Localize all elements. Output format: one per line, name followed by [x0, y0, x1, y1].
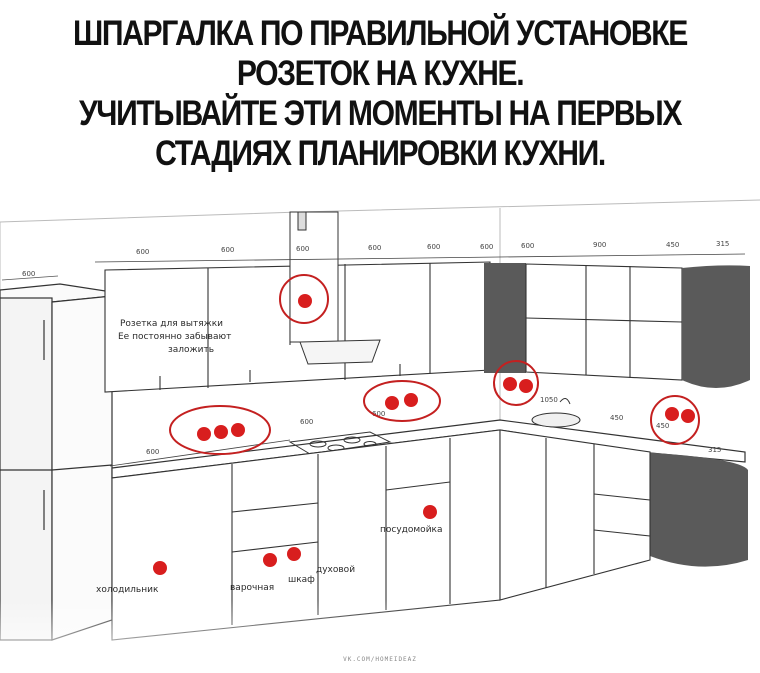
socket-dot — [681, 409, 695, 423]
ring-hood — [279, 274, 329, 324]
dim-top-1: 600 — [136, 248, 149, 256]
socket-dot-oven — [287, 547, 301, 561]
dim-top-8: 900 — [593, 241, 606, 249]
floor-fade — [0, 600, 760, 673]
headline-line-2: РОЗЕТОК НА КУХНЕ. — [236, 54, 525, 93]
fridge-dimension: 600 — [1, 270, 59, 281]
socket-dot-dishwasher — [423, 505, 437, 519]
cooktop — [288, 431, 392, 455]
dim-counter-left: 600 — [146, 448, 159, 456]
fridge-dimension-label: 600 — [22, 270, 35, 278]
upper-cabinets-right — [525, 263, 683, 381]
socket-group-hood — [279, 274, 329, 324]
socket-group-counter-mid — [363, 380, 441, 422]
socket-dot — [519, 379, 533, 393]
socket-dot — [503, 377, 517, 391]
socket-group-corner — [493, 360, 539, 406]
headline: ШПАРГАЛКА ПО ПРАВИЛЬНОЙ УСТАНОВКЕ РОЗЕТО… — [53, 14, 707, 174]
hood-note-line-2: Ее постоянно забывают — [118, 332, 231, 342]
dim-top-6: 600 — [480, 243, 493, 251]
annotations: Розетка для вытяжки Ее постоянно забываю… — [96, 319, 443, 595]
ring-corner — [493, 360, 539, 406]
socket-dot — [665, 407, 679, 421]
dim-top-3: 600 — [296, 245, 309, 253]
top-dimension-chain: 600 600 600 600 600 600 600 900 450 315 — [94, 240, 746, 263]
headline-line-3: УЧИТЫВАЙТЕ ЭТИ МОМЕНТЫ НА ПЕРВЫХ — [78, 94, 682, 133]
ring-counter-left — [169, 405, 271, 455]
label-fridge: холодильник — [96, 585, 159, 595]
dim-top-4: 600 — [368, 244, 381, 252]
headline-line-1: ШПАРГАЛКА ПО ПРАВИЛЬНОЙ УСТАНОВКЕ — [73, 14, 688, 53]
socket-dot — [404, 393, 418, 407]
socket-group-right — [650, 395, 700, 445]
label-hob: варочная — [230, 583, 274, 593]
hood-note-line-3: заложить — [168, 345, 214, 355]
headline-line-4: СТАДИЯХ ПЛАНИРОВКИ КУХНИ. — [155, 134, 606, 173]
label-oven-line-2: шкаф — [288, 575, 315, 585]
socket-dot — [385, 396, 399, 410]
ring-right — [650, 395, 700, 445]
socket-dot — [197, 427, 211, 441]
sink — [531, 398, 581, 428]
dim-top-5: 600 — [427, 243, 440, 251]
socket-dot — [298, 294, 312, 308]
dark-end-panel — [682, 265, 750, 388]
credit-text: VK.COM/HOMEIDEAZ — [343, 656, 417, 663]
ring-counter-mid — [363, 380, 441, 422]
dim-top-7: 600 — [521, 242, 534, 250]
dim-top-10: 315 — [716, 240, 729, 248]
dim-counter-end: 315 — [708, 446, 721, 454]
label-oven-line-1: духовой — [316, 565, 355, 575]
dark-side-panel — [484, 263, 526, 373]
lower-cabinets — [111, 429, 651, 641]
socket-group-lower — [153, 505, 437, 575]
hood-note-line-1: Розетка для вытяжки — [120, 319, 223, 329]
dim-counter-sink: 1050 — [540, 396, 558, 404]
dim-counter-right1: 450 — [610, 414, 623, 422]
socket-dot — [231, 423, 245, 437]
socket-dot-hob — [263, 553, 277, 567]
dim-counter-right2: 450 — [656, 422, 669, 430]
dim-counter-mid: 600 — [300, 418, 313, 426]
label-dishwasher: посудомойка — [380, 525, 443, 535]
dim-counter-mid2: 600 — [372, 410, 385, 418]
socket-dot — [214, 425, 228, 439]
socket-dot-fridge — [153, 561, 167, 575]
dim-top-9: 450 — [666, 241, 679, 249]
fridge — [0, 283, 113, 641]
dim-top-2: 600 — [221, 246, 234, 254]
socket-group-counter-left — [169, 405, 271, 455]
